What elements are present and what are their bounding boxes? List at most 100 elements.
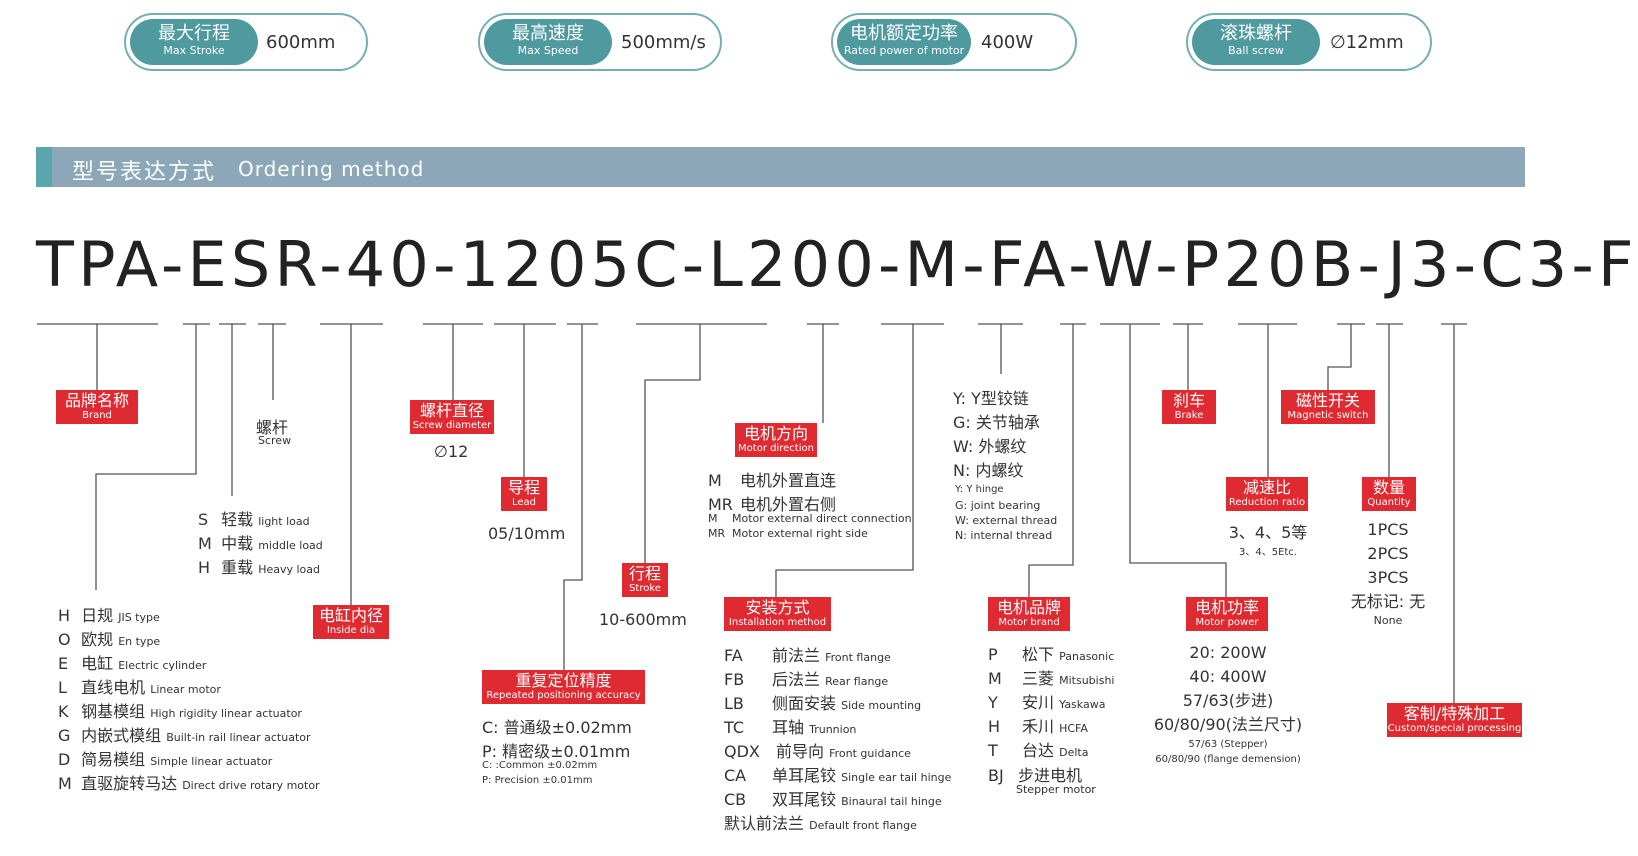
spec-label-zh: 滚珠螺杆	[1220, 23, 1292, 44]
list-item: 无标记: 无	[1350, 592, 1426, 611]
list-item-en: 57/63 (Stepper)	[1188, 739, 1268, 750]
tag-en: Lead	[511, 497, 537, 508]
item-en: light load	[258, 515, 310, 528]
quantity-none-en: None	[1373, 614, 1403, 627]
item-code: P	[988, 645, 998, 664]
item-en: Simple linear actuator	[150, 755, 273, 768]
item-zh: 直驱旋转马达	[81, 774, 178, 793]
tag-magnetic-switch: 磁性开关 Magnetic switch	[1281, 390, 1375, 424]
item-en: High rigidity linear actuator	[150, 707, 302, 720]
item-zh: 钢基模组	[81, 702, 146, 721]
spec-value: ∅12mm	[1330, 32, 1404, 53]
list-item: 20: 200W	[1189, 643, 1267, 662]
item-zh: 安川	[1022, 693, 1055, 712]
tag-zh: 刹车	[1172, 391, 1205, 410]
item-en: Mitsubishi	[1059, 674, 1115, 687]
accuracy-item-en: C: :Common ±0.02mm	[482, 760, 598, 771]
tag-zh: 安装方式	[745, 598, 810, 617]
tag-en: Brake	[1174, 410, 1204, 421]
item-code: LB	[724, 694, 744, 713]
tag-inside-dia: 电缸内径 Inside dia	[313, 605, 389, 639]
section-title-bar: 型号表达方式 Ordering method	[36, 147, 1525, 187]
item-en: Yaskawa	[1059, 698, 1106, 711]
tag-en: Magnetic switch	[1287, 410, 1369, 421]
item-code: H	[58, 606, 71, 625]
tag-zh: 磁性开关	[1295, 391, 1360, 410]
list-item-en: W: external thread	[955, 514, 1058, 527]
item-en: Default front flange	[809, 819, 917, 832]
list-item: D 简易模组 Simple linear actuator	[58, 746, 272, 770]
item-zh: 禾川	[1022, 717, 1055, 736]
tag-zh: 品牌名称	[64, 391, 129, 410]
item-zh: 三菱	[1022, 669, 1055, 688]
tag-zh: 重复定位精度	[515, 671, 612, 690]
list-item: E 电缸 Electric cylinder	[58, 650, 206, 674]
tag-installation: 安装方式 Installation method	[724, 597, 831, 631]
spec-label-zh: 最大行程	[158, 23, 230, 44]
item-zh: 前导向	[776, 742, 825, 761]
tag-zh: 数量	[1372, 478, 1405, 497]
item-code: QDX	[724, 742, 760, 761]
section-title-en: Ordering method	[238, 157, 425, 181]
item-en: Delta	[1059, 746, 1089, 759]
item-en: Trunnion	[809, 723, 857, 736]
list-item: 2PCS	[1367, 544, 1409, 563]
list-item: K 钢基模组 High rigidity linear actuator	[58, 698, 302, 722]
item-code: E	[58, 654, 69, 673]
item-zh: 内嵌式模组	[81, 726, 162, 745]
item-zh: 后法兰	[772, 670, 821, 689]
tag-zh: 导程	[507, 478, 540, 497]
list-item: M 直驱旋转马达 Direct drive rotary motor	[58, 770, 320, 794]
spec-value: 400W	[981, 32, 1034, 53]
list-item: 3PCS	[1367, 568, 1409, 587]
list-item: 57/63(步进)	[1182, 691, 1274, 710]
item-code: M	[708, 471, 722, 490]
list-item-en: Y: Y hinge	[955, 484, 1004, 495]
item-code: M	[58, 774, 72, 793]
item-code: CA	[724, 766, 747, 785]
tag-screw-diameter: 螺杆直径 Screw diameter	[410, 400, 494, 434]
tag-custom: 客制/特殊加工 Custom/special processing	[1387, 703, 1522, 737]
spec-value: 600mm	[266, 32, 336, 53]
quantity-list: 1PCS 2PCS 3PCS 无标记: 无 None	[1340, 518, 1436, 627]
accuracy-item-en: P: Precision ±0.01mm	[482, 775, 593, 786]
spec-label-en: Max Speed	[517, 44, 579, 57]
list-item-en: N: internal thread	[955, 529, 1053, 542]
spec-max-stroke: 最大行程 Max Stroke 600mm	[124, 13, 368, 71]
tag-en: Motor brand	[998, 617, 1060, 628]
spec-label-en: Max Stroke	[163, 44, 225, 57]
accuracy-item: P: 精密级±0.01mm	[482, 742, 631, 761]
tag-en: Custom/special processing	[1387, 723, 1522, 734]
item-code: H	[988, 717, 1001, 736]
list-item: H 重载 Heavy load	[198, 554, 320, 578]
item-zh: 默认前法兰	[724, 814, 805, 833]
item-en: JIS type	[118, 611, 160, 624]
spec-max-speed: 最高速度 Max Speed 500mm/s	[478, 13, 722, 71]
list-item: O 欧规 En type	[58, 626, 160, 650]
item-en: Rear flange	[825, 675, 889, 688]
list-item: G 内嵌式模组 Built-in rail linear actuator	[58, 722, 311, 746]
reduction-value: 3、4、5等	[1228, 523, 1308, 542]
tag-en: Stroke	[629, 583, 661, 594]
accuracy-item: C: 普通级±0.02mm	[482, 718, 632, 737]
item-code: K	[58, 702, 69, 721]
tag-lead: 导程 Lead	[501, 477, 547, 511]
item-en: Direct drive rotary motor	[182, 779, 320, 792]
tag-zh: 电缸内径	[318, 606, 383, 625]
tag-zh: 电机功率	[1194, 598, 1259, 617]
screw-label-en: Screw	[258, 434, 292, 447]
item-en: Binaural tail hinge	[841, 795, 942, 808]
